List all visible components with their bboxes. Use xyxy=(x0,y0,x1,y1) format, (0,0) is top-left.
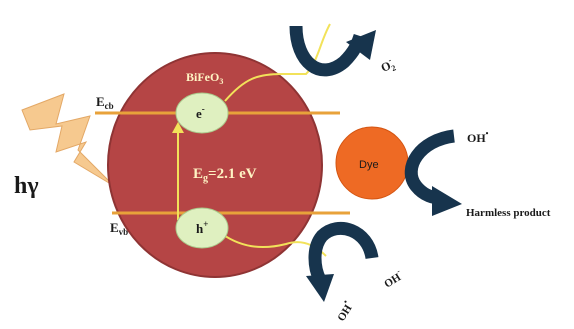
hydroxyl-ion-label: OH- xyxy=(380,266,406,290)
dye-label: Dye xyxy=(359,159,379,171)
electron-transfer-line xyxy=(224,23,331,102)
material-label: BiFeO3 xyxy=(186,70,223,86)
electron-bubble xyxy=(175,92,229,134)
harmless-product-label: Harmless product xyxy=(466,207,551,219)
bandgap-label: Eg=2.1 eV xyxy=(193,166,257,184)
lightning-icon xyxy=(21,93,115,187)
electron-label: e- xyxy=(196,104,205,121)
light-label: hγ xyxy=(14,173,39,199)
superoxide-label: O2- xyxy=(378,55,397,77)
hydroxyl-arrowhead xyxy=(306,274,334,302)
conduction-band-label: Ecb xyxy=(96,94,114,111)
hydroxyl-radical-label-bottom: OH• xyxy=(332,298,356,324)
hole-label: h+ xyxy=(196,219,208,236)
superoxide-arrow xyxy=(289,25,367,77)
bandgap-arrowhead xyxy=(172,122,184,133)
hydroxyl-radical-label-right: OH• xyxy=(467,129,489,145)
hole-bubble xyxy=(175,207,229,249)
superoxide-arrowhead xyxy=(346,30,376,60)
valence-band-label: Evb xyxy=(110,220,128,237)
hydroxyl-arrow xyxy=(308,221,379,283)
bifeo3-particle xyxy=(107,52,323,278)
degradation-arrowhead xyxy=(432,186,462,216)
